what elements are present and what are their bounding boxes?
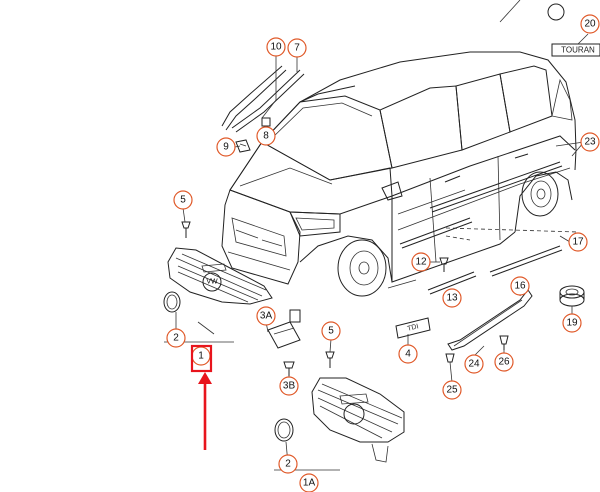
grille-1-leader xyxy=(197,321,215,335)
callout-16[interactable]: 16 xyxy=(510,276,530,296)
callout-1[interactable]: 1 xyxy=(191,346,211,366)
svg-text:2: 2 xyxy=(173,333,179,344)
callout-20[interactable]: 20 xyxy=(580,14,600,34)
vehicle-illustration xyxy=(221,51,577,297)
svg-text:8: 8 xyxy=(263,131,269,142)
callout-9[interactable]: 9 xyxy=(216,137,236,157)
roof-molding-strips xyxy=(221,65,305,133)
svg-text:13: 13 xyxy=(446,293,458,304)
callout-5-lower[interactable]: 5 xyxy=(321,321,341,341)
callout-2-lower[interactable]: 2 xyxy=(278,454,298,474)
callout-12[interactable]: 12 xyxy=(411,252,431,272)
svg-text:16: 16 xyxy=(514,281,526,292)
svg-text:9: 9 xyxy=(223,142,229,153)
callout-10[interactable]: 10 xyxy=(266,37,286,57)
callout-1a[interactable]: 1A xyxy=(299,473,319,492)
callout-19[interactable]: 19 xyxy=(562,313,582,333)
svg-text:10: 10 xyxy=(270,42,282,53)
callout-26[interactable]: 26 xyxy=(494,352,514,372)
svg-text:1A: 1A xyxy=(303,478,316,489)
nameplate-text: TOURAN xyxy=(561,46,595,55)
sill-cover-16-24 xyxy=(447,289,533,351)
leader-lines xyxy=(175,33,589,465)
clip-26 xyxy=(499,335,509,350)
svg-text:4: 4 xyxy=(405,349,411,360)
svg-text:20: 20 xyxy=(584,19,596,30)
svg-text:17: 17 xyxy=(572,237,584,248)
svg-text:7: 7 xyxy=(294,43,300,54)
callout-4[interactable]: 4 xyxy=(398,344,418,364)
bracket-3a xyxy=(267,309,301,349)
svg-text:2: 2 xyxy=(285,459,291,470)
screw-5-lower xyxy=(325,351,335,368)
highlight-box xyxy=(190,344,213,373)
clip-9 xyxy=(235,139,251,153)
svg-text:19: 19 xyxy=(566,318,578,329)
rear-emblem xyxy=(499,0,565,23)
emblem-2-lower xyxy=(274,418,294,442)
screw-5-left xyxy=(181,221,191,238)
svg-text:1: 1 xyxy=(198,351,204,362)
radiator-grille-1a xyxy=(311,377,405,463)
svg-text:5: 5 xyxy=(180,195,186,206)
callout-3a[interactable]: 3A xyxy=(256,306,276,326)
callout-7[interactable]: 7 xyxy=(287,38,307,58)
svg-text:5: 5 xyxy=(328,326,334,337)
radiator-grille-1: VW xyxy=(167,247,273,305)
svg-text:3A: 3A xyxy=(260,311,273,322)
side-door-moldings xyxy=(399,161,579,295)
svg-text:3B: 3B xyxy=(283,381,296,392)
highlight-part-1 xyxy=(190,344,213,450)
svg-text:23: 23 xyxy=(584,137,596,148)
callout-2-left[interactable]: 2 xyxy=(166,328,186,348)
callout-5-left[interactable]: 5 xyxy=(173,190,193,210)
screw-3b xyxy=(283,361,295,376)
callout-23[interactable]: 23 xyxy=(580,132,600,152)
highlight-arrow-head xyxy=(198,372,212,384)
callout-24[interactable]: 24 xyxy=(464,354,484,374)
clip-12 xyxy=(439,257,449,272)
callout-3b[interactable]: 3B xyxy=(279,376,299,396)
callout-17[interactable]: 17 xyxy=(568,232,588,252)
svg-text:24: 24 xyxy=(468,359,480,370)
svg-text:26: 26 xyxy=(498,357,510,368)
clip-25 xyxy=(445,353,455,363)
badge-4: TDI xyxy=(395,317,431,339)
svg-text:25: 25 xyxy=(446,385,458,396)
tape-roll-19 xyxy=(559,285,585,307)
nameplate-20: TOURAN xyxy=(551,43,600,57)
grille-emblem-1-text: VW xyxy=(206,279,218,286)
svg-text:12: 12 xyxy=(415,257,427,268)
callout-8[interactable]: 8 xyxy=(256,126,276,146)
callout-13[interactable]: 13 xyxy=(442,288,462,308)
clip-8 xyxy=(261,117,271,127)
emblem-2-left xyxy=(163,291,181,313)
svg-text:TDI: TDI xyxy=(407,323,420,333)
callout-25[interactable]: 25 xyxy=(442,380,462,400)
